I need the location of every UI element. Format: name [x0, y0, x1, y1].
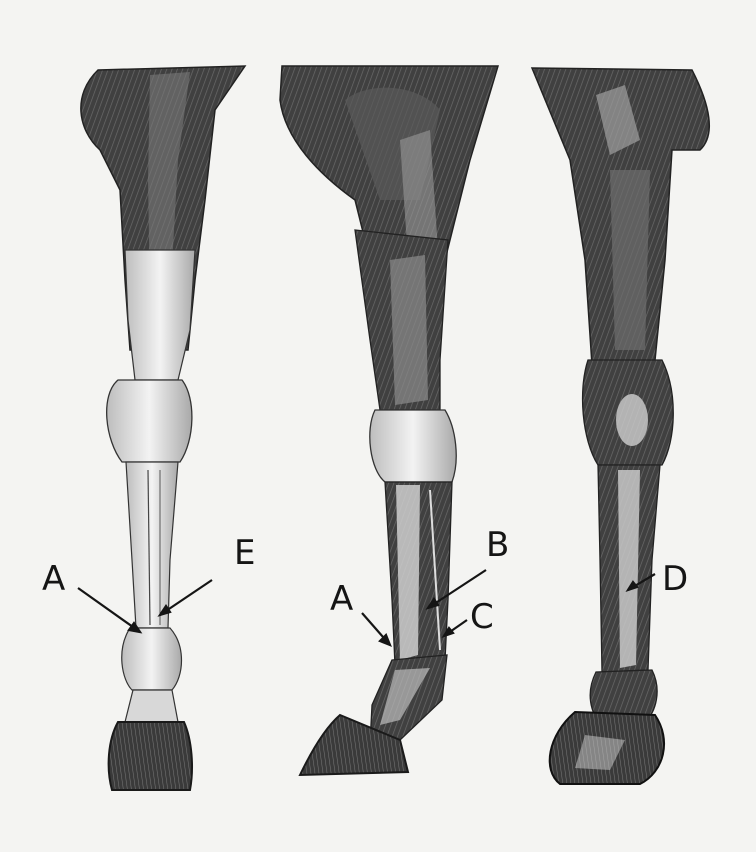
knee-side — [370, 410, 456, 482]
forearm — [125, 250, 195, 380]
callout-label-c-side: C — [470, 597, 494, 637]
callout-line-a-front — [78, 588, 140, 632]
leg-side-view — [280, 66, 498, 775]
cannon-bone — [126, 462, 178, 628]
leg-front-view — [81, 66, 245, 790]
callout-label-a-front: A — [42, 559, 65, 599]
callout-label-a-side: A — [330, 579, 353, 619]
hoof-front — [109, 722, 192, 790]
callout-label-d-rear: D — [662, 559, 688, 599]
callout-label-e-front: E — [234, 533, 255, 573]
knee-joint — [107, 380, 192, 462]
leg-rear-view — [532, 68, 709, 784]
callout-label-b-side: B — [486, 525, 509, 565]
